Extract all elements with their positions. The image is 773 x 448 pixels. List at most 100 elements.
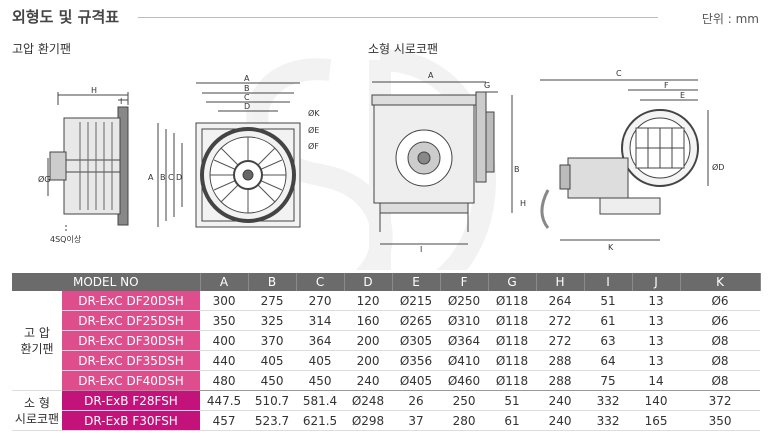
dim-f-label: ØF	[308, 141, 319, 151]
spec-cell: 275	[248, 291, 297, 311]
col-header-f: F	[440, 273, 489, 291]
spec-cell: 37	[392, 410, 441, 431]
spec-cell: 63	[584, 330, 633, 351]
spec-cell: Ø460	[440, 370, 489, 391]
spec-cell: 440	[200, 350, 249, 371]
spec-cell: 450	[248, 370, 297, 391]
spec-cell: 372	[680, 390, 761, 411]
spec-cell: 240	[536, 390, 585, 411]
col-header-i: I	[584, 273, 633, 291]
spec-cell: 13	[632, 330, 681, 351]
section-title-sirocco-fan: 소형 시로코팬	[368, 42, 439, 56]
dim-b-label: B	[244, 84, 250, 93]
spec-cell: 165	[632, 410, 681, 431]
section-title-high-pressure-fan: 고압 환기팬	[12, 42, 72, 56]
spec-cell: 350	[680, 410, 761, 431]
spec-cell: Ø118	[488, 291, 537, 311]
sirocco-dim-g-label: G	[484, 81, 490, 90]
dim-k-label: ØK	[308, 108, 320, 118]
spec-cell: 400	[200, 330, 249, 351]
spec-cell: 120	[344, 291, 393, 311]
spec-cell: 200	[344, 330, 393, 351]
title-divider	[138, 17, 658, 18]
spec-cell: 51	[584, 291, 633, 311]
spec-cell: 272	[536, 310, 585, 331]
spec-cell: Ø305	[392, 330, 441, 351]
spec-cell: 510.7	[248, 390, 297, 411]
spec-cell: 240	[344, 370, 393, 391]
spec-cell: 280	[440, 410, 489, 431]
spec-cell: 450	[296, 370, 345, 391]
spec-cell: Ø118	[488, 350, 537, 371]
spec-cell: Ø356	[392, 350, 441, 371]
dim-c-label: C	[244, 93, 250, 102]
technical-drawings: H I ØG 4SQ이상 A B C D A B C D ØK ØE ØF	[38, 49, 724, 270]
spec-cell: 270	[296, 291, 345, 311]
dim-a-vertical-label: A	[148, 173, 154, 182]
table-header-row: MODEL NO A B C D E F G H I J K	[12, 273, 761, 291]
spec-cell: 140	[632, 390, 681, 411]
spec-cell: 75	[584, 370, 633, 391]
page-title: 외형도 및 규격표	[12, 8, 120, 26]
spec-cell: 523.7	[248, 410, 297, 431]
spec-cell: Ø265	[392, 310, 441, 331]
dim-g-label: ØG	[38, 174, 51, 184]
spec-cell: 332	[584, 410, 633, 431]
sirocco-dim-d-label: ØD	[712, 162, 724, 172]
model-cell: DR-ExB F28FSH	[62, 390, 201, 411]
spec-cell: Ø410	[440, 350, 489, 371]
spec-cell: 61	[488, 410, 537, 431]
model-cell: DR-ExC DF20DSH	[62, 291, 201, 311]
dim-c-vertical-label: C	[168, 173, 174, 182]
spec-cell: 13	[632, 291, 681, 311]
spec-cell: 332	[584, 390, 633, 411]
col-header-h: H	[536, 273, 585, 291]
spec-cell: 160	[344, 310, 393, 331]
spec-cell: 51	[488, 390, 537, 411]
spec-cell: 364	[296, 330, 345, 351]
col-header-a: A	[200, 273, 249, 291]
spec-cell: Ø118	[488, 370, 537, 391]
sirocco-dim-a-label: A	[428, 71, 434, 80]
spec-cell: Ø8	[680, 350, 761, 371]
watermark-logo	[246, 49, 496, 270]
col-header-e: E	[392, 273, 441, 291]
spec-cell: 405	[296, 350, 345, 371]
col-header-d: D	[344, 273, 393, 291]
group-label: 소 형 시로코팬	[12, 390, 62, 431]
spec-cell: 26	[392, 390, 441, 411]
model-cell: DR-ExB F30FSH	[62, 410, 201, 431]
spec-cell: 288	[536, 370, 585, 391]
sirocco-dim-e-label: E	[680, 91, 685, 100]
sirocco-dim-f-label: F	[664, 81, 669, 90]
spec-cell: 350	[200, 310, 249, 331]
spec-cell: 447.5	[200, 390, 249, 411]
sirocco-dim-c-label: C	[616, 69, 622, 78]
dim-i-label: I	[120, 97, 122, 106]
spec-cell: 288	[536, 350, 585, 371]
spec-cell: 272	[536, 330, 585, 351]
model-cell: DR-ExC DF30DSH	[62, 330, 201, 351]
spec-cell: Ø118	[488, 310, 537, 331]
spec-cell: 480	[200, 370, 249, 391]
spec-cell: 264	[536, 291, 585, 311]
col-header-k: K	[680, 273, 761, 291]
group-label: 고 압 환기팬	[12, 291, 62, 391]
spec-cell: Ø250	[440, 291, 489, 311]
dim-h-label: H	[91, 86, 97, 95]
spec-cell: Ø405	[392, 370, 441, 391]
spec-cell: 240	[536, 410, 585, 431]
spec-cell: 405	[248, 350, 297, 371]
spec-cell: Ø118	[488, 330, 537, 351]
col-header-j: J	[632, 273, 681, 291]
spec-cell: 61	[584, 310, 633, 331]
spec-cell: 200	[344, 350, 393, 371]
dim-a-label: A	[244, 74, 250, 83]
